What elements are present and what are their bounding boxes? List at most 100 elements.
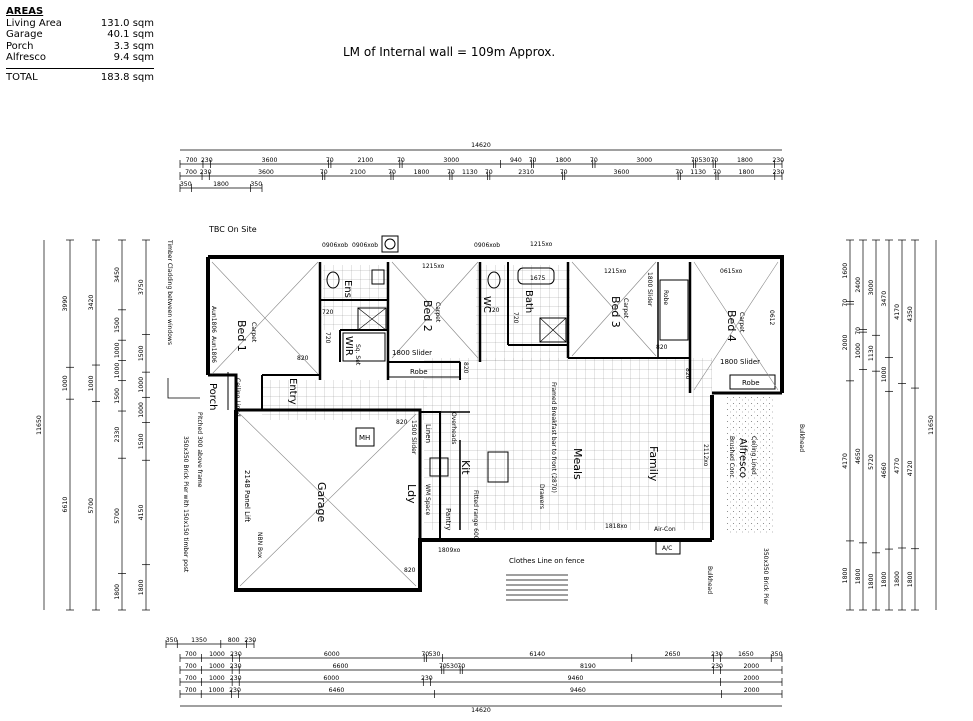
dimension-text: 4350 (907, 306, 914, 322)
dimension-text: 700 (185, 687, 197, 694)
dimension-text: 4150 (138, 505, 145, 521)
dimension-text: 70 (447, 169, 455, 176)
dimension-text: 230 (230, 663, 242, 670)
dimension-text: 1000 (209, 687, 225, 694)
dimension-text: 700 (185, 663, 197, 670)
label-tbc: TBC On Site (208, 225, 257, 234)
dimension-text: 230 (200, 169, 212, 176)
dimension-text: 2100 (350, 169, 366, 176)
room-porch: Porch (207, 383, 218, 411)
cooktop (487, 451, 509, 483)
dimension-text: 1800 (868, 573, 875, 589)
bath-shower (539, 317, 567, 343)
label-brick-pier-right: 350x350 Brick Pier (762, 548, 769, 605)
meter-box (355, 427, 375, 447)
dimension-text: 70 (529, 157, 537, 164)
label-wm-space: WM Space (424, 484, 431, 516)
vanity-ensuite (371, 269, 385, 285)
dimension-text: 350 (180, 181, 192, 188)
dimension-text: 14620 (471, 142, 491, 149)
label-drawers: Drawers (538, 484, 545, 509)
dimension-text: 1130 (462, 169, 478, 176)
dimension-text: 1500 (138, 433, 145, 449)
dimension-text: 3990 (62, 296, 69, 312)
areas-heading: AREAS (6, 6, 44, 17)
tiled-hall-floor (262, 380, 427, 420)
dimension-text: 1000 (138, 402, 145, 418)
room-meals: Meals (571, 448, 584, 480)
dimension-text: 530 (429, 651, 441, 658)
label-door-820-bed1: 820 (297, 355, 309, 362)
dimension-text: 6000 (324, 651, 340, 658)
dimension-text: 3600 (262, 157, 278, 164)
dimension-text: 1800 (739, 169, 755, 176)
dimension-text: 1800 (907, 571, 914, 587)
dimension-text: 1130 (690, 169, 706, 176)
walls (206, 255, 784, 592)
dimension-text: 230 (711, 651, 723, 658)
dimension-text: 1000 (138, 377, 145, 393)
label-bath-1675: 1675 (530, 275, 545, 282)
label-door-820-bed2: 820 (462, 362, 469, 374)
dimension-text: 230 (230, 651, 242, 658)
dimension-text: 800 (228, 637, 240, 644)
dimension-text: 230 (229, 687, 241, 694)
dimension-text: 3420 (88, 295, 95, 311)
room-bed4-floor: Carpet (738, 312, 745, 333)
dimension-text: 70 (388, 169, 396, 176)
dimension-text: 3000 (868, 280, 875, 296)
label-window-0906-c: 0906xob (474, 242, 500, 249)
room-bed4: Bed 4 (725, 310, 738, 342)
label-window-2112: 2112xo (702, 444, 709, 467)
dimension-text: 70 (842, 299, 849, 307)
dimension-text: 2330 (114, 427, 121, 443)
label-window-1818: 1818xo (605, 523, 628, 530)
dimension-text: 11650 (36, 415, 43, 435)
label-nbn-box: NBN Box (256, 532, 263, 559)
label-window-bed4: 0615xo (720, 268, 743, 275)
label-timber-cladding: Timber Cladding between windows (166, 239, 173, 345)
label-slider-bed4: 1800 Slider (720, 358, 760, 366)
dimension-text: 4720 (907, 460, 914, 476)
dimension-text: 3000 (443, 157, 459, 164)
room-family: Family (647, 446, 660, 482)
dimension-text: 1800 (138, 579, 145, 595)
dimension-text: 70 (457, 663, 465, 670)
label-window-1809: 1809xo (438, 547, 461, 554)
dimension-text: 70 (397, 157, 405, 164)
dimension-text: 70 (855, 327, 862, 335)
robe-bed4 (729, 374, 776, 390)
label-window-0906-a: 0906xob (322, 242, 348, 249)
water-tank (381, 235, 399, 253)
dimension-text: 8190 (580, 663, 596, 670)
room-wir: WIR (343, 336, 354, 356)
dimension-text: 2000 (744, 687, 760, 694)
alfresco-ceiling: Ceiling Lined (750, 436, 757, 475)
dimension-text: 1000 (114, 363, 121, 379)
dimension-text: 70 (560, 169, 568, 176)
label-sq-set: Sq. Set (354, 344, 361, 366)
tiled-ensuite-floor (323, 265, 389, 330)
label-clothes-line: Clothes Line on fence (509, 557, 585, 565)
dimension-text: 2100 (357, 157, 373, 164)
label-door-720-wc: 720 (488, 307, 500, 314)
dimension-text: 350 (250, 181, 262, 188)
room-bed2: Bed 2 (421, 300, 434, 332)
room-bed1: Bed 1 (235, 320, 248, 352)
dimension-text: 350 (166, 637, 178, 644)
label-slider-bed3: 1800 Slider (646, 272, 653, 307)
label-robe-bed4: Robe (742, 379, 760, 387)
dimension-text: 1650 (738, 651, 754, 658)
label-ceiling-lined: Ceiling Lined (234, 378, 241, 417)
dimension-text: 70 (320, 169, 328, 176)
dimension-text: 2310 (518, 169, 534, 176)
label-brick-pier: 350x350 Brick Pier with 150x150 timber p… (182, 436, 189, 573)
clothes-line (506, 574, 568, 601)
robe-bed3 (659, 279, 689, 341)
wir-box (342, 332, 386, 362)
dimension-text: 1800 (855, 568, 862, 584)
